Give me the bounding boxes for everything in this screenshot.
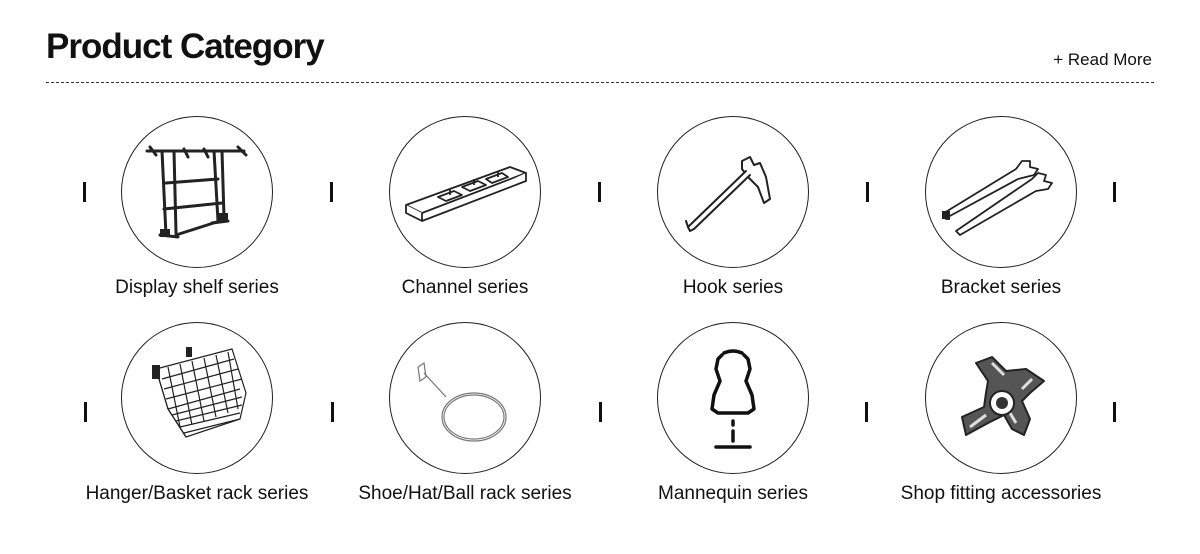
dashed-divider	[46, 82, 1154, 83]
category-display-shelf[interactable]: Display shelf series	[69, 116, 329, 316]
separator	[599, 402, 602, 422]
ball-rack-icon	[389, 322, 541, 474]
separator	[83, 182, 86, 202]
bracket-icon	[925, 116, 1077, 268]
accessory-icon	[925, 322, 1077, 474]
hook-icon	[657, 116, 809, 268]
category-bracket[interactable]: Bracket series	[873, 116, 1133, 316]
separator	[331, 402, 334, 422]
separator	[330, 182, 333, 202]
category-label: Hook series	[682, 277, 784, 298]
category-mannequin[interactable]: Mannequin series	[605, 322, 865, 522]
category-ball-rack[interactable]: Shoe/Hat/Ball rack series	[337, 322, 597, 522]
separator	[866, 182, 869, 202]
category-channel[interactable]: Channel series	[337, 116, 597, 316]
category-label: Display shelf series	[115, 277, 279, 298]
page-title: Product Category	[46, 27, 325, 66]
read-more-link[interactable]: + Read More	[1053, 50, 1152, 69]
category-label: Hanger/Basket rack series	[85, 483, 309, 504]
category-hook[interactable]: Hook series	[605, 116, 865, 316]
separator	[598, 182, 601, 202]
basket-icon	[121, 322, 273, 474]
category-label: Shoe/Hat/Ball rack series	[358, 483, 572, 504]
category-label: Channel series	[401, 277, 529, 298]
category-label: Mannequin series	[658, 483, 808, 504]
category-label: Shop fitting accessories	[900, 483, 1102, 504]
mannequin-icon	[657, 322, 809, 474]
separator	[1113, 182, 1116, 202]
channel-icon	[389, 116, 541, 268]
separator	[84, 402, 87, 422]
category-accessory[interactable]: Shop fitting accessories	[873, 322, 1133, 522]
separator	[1113, 402, 1116, 422]
section-header: Product Category + Read More	[46, 26, 1154, 88]
category-label: Bracket series	[940, 277, 1062, 298]
category-basket[interactable]: Hanger/Basket rack series	[69, 322, 329, 522]
display-shelf-icon	[121, 116, 273, 268]
separator	[865, 402, 868, 422]
